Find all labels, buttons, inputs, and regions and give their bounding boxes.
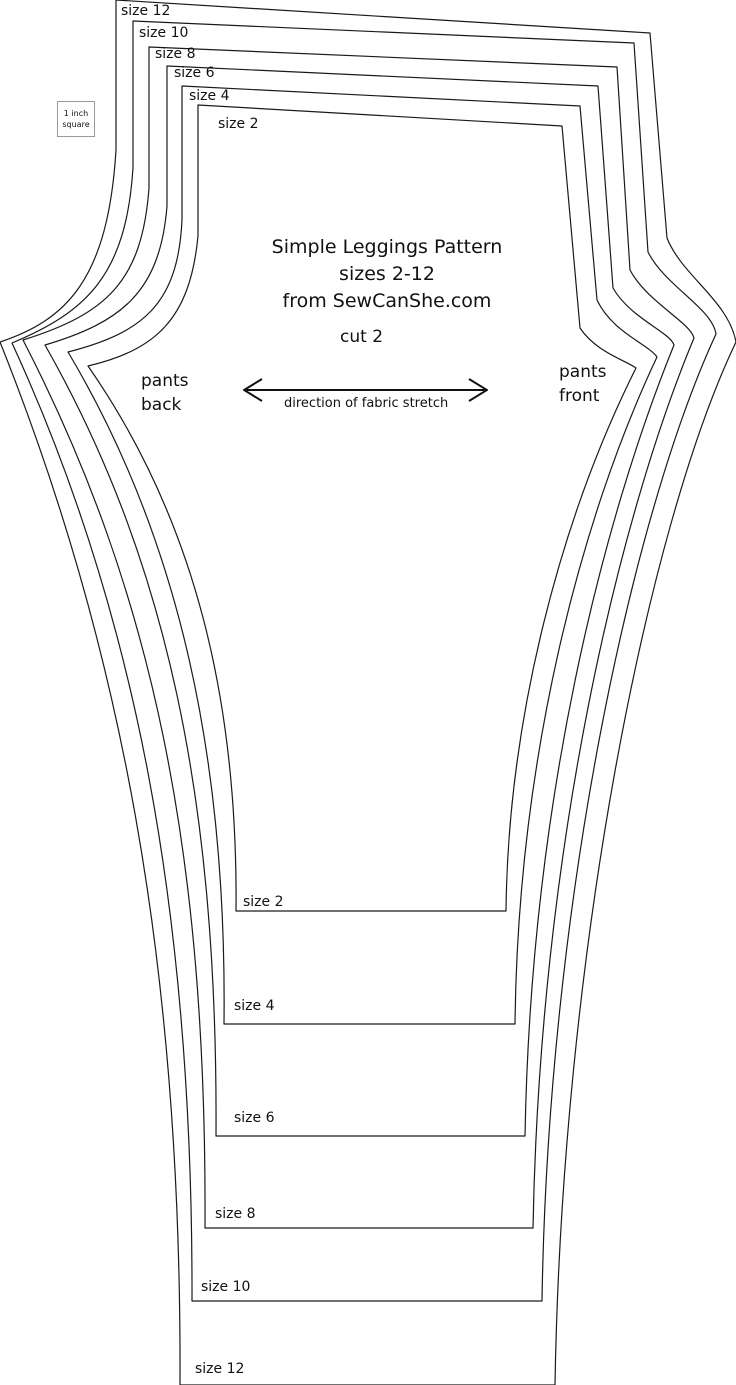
- size-8-waist-label: size 8: [155, 46, 196, 62]
- size-10-waist-label: size 10: [139, 25, 189, 41]
- size-12-hem-label: size 12: [195, 1361, 245, 1377]
- pants-front-line-1: pants: [559, 362, 607, 382]
- pattern-title: Simple Leggings Pattern sizes 2-12 from …: [267, 234, 507, 315]
- size-2-outline: [87, 104, 637, 912]
- pants-back-label: pants back: [141, 369, 189, 417]
- fabric-stretch-label: direction of fabric stretch: [284, 396, 449, 411]
- pants-back-line-2: back: [141, 395, 182, 415]
- pants-back-line-1: pants: [141, 371, 189, 391]
- title-line-3: from SewCanShe.com: [282, 290, 492, 312]
- title-line-2: sizes 2-12: [339, 263, 435, 285]
- size-2-hem-label: size 2: [243, 894, 284, 910]
- size-10-hem-label: size 10: [201, 1279, 251, 1295]
- size-6-hem-label: size 6: [234, 1110, 275, 1126]
- size-6-waist-label: size 6: [174, 65, 215, 81]
- size-8-hem-label: size 8: [215, 1206, 256, 1222]
- size-12-waist-label: size 12: [121, 3, 171, 19]
- size-2-waist-label: size 2: [218, 116, 259, 132]
- cut-instruction: cut 2: [340, 327, 384, 347]
- size-4-outline: [67, 85, 658, 1025]
- size-10-outline: [11, 20, 717, 1302]
- reference-square-label-line-1: 1 inch: [63, 109, 89, 118]
- one-inch-reference-square: 1 inch square: [57, 101, 95, 137]
- size-4-waist-label: size 4: [189, 88, 230, 104]
- size-6-outline: [44, 65, 675, 1137]
- pants-front-label: pants front: [559, 360, 607, 408]
- size-4-hem-label: size 4: [234, 998, 275, 1014]
- size-8-outline: [22, 46, 695, 1229]
- pants-front-line-2: front: [559, 386, 600, 406]
- reference-square-label-line-2: square: [62, 120, 90, 129]
- title-line-1: Simple Leggings Pattern: [271, 236, 503, 258]
